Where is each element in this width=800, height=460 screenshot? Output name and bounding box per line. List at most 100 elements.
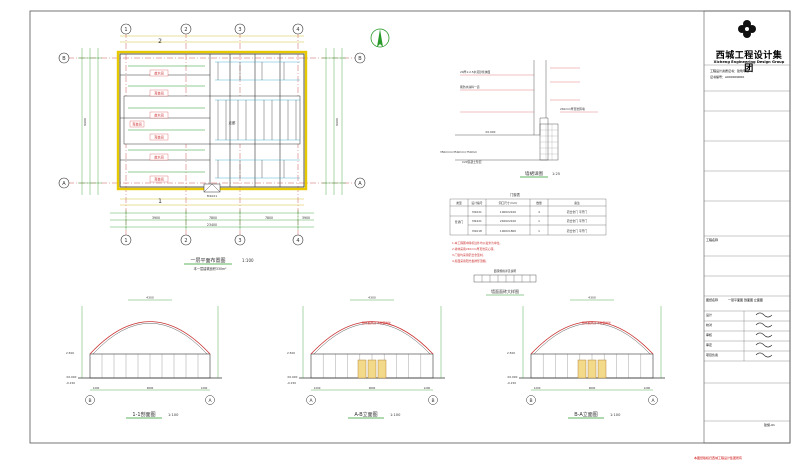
door-type: 普通门: [455, 220, 464, 224]
arch-roof-inner: [533, 323, 651, 355]
company-info: 工程设计资质证书：建筑甲级: [710, 69, 750, 73]
door-opening: [357, 359, 367, 379]
section-scale: 1:100: [168, 413, 179, 417]
plan-title: 一层平面布置图: [190, 257, 225, 264]
section-axis-bubble: [648, 395, 658, 405]
section-axis-bubble: [85, 395, 95, 405]
detail-title: 墙裙详图: [525, 170, 543, 177]
corridor-label: 走廊: [229, 120, 236, 125]
level-mark: ±0.000: [507, 375, 518, 379]
door-cell: 1: [538, 229, 540, 233]
section-axis-label: B: [431, 398, 434, 404]
door-table-header: 备注: [574, 201, 580, 205]
company-name-en: Xicheng Engineering Design Group: [713, 60, 785, 64]
section-title: B-A立面图: [574, 411, 598, 418]
dim-text: 7800: [265, 216, 273, 220]
section-bottom-dim: 1200: [314, 386, 321, 390]
dim-text: 7800: [209, 216, 217, 220]
axis-label-top-1: 1: [124, 27, 127, 33]
section-top-dim: 4300: [588, 296, 596, 300]
wall-detail: 20厚1:2.5水泥砂浆抹面 刷防水涂料一道 240mm厚页岩砖墙 C20混凝土…: [440, 60, 598, 178]
axis-label-bottom-2: 2: [184, 238, 187, 244]
door-cell: 1000X2100: [500, 210, 516, 214]
section-title: 1-1剖面图: [132, 411, 155, 418]
door-opening: [587, 359, 597, 379]
section-axis-bubble: [428, 395, 438, 405]
section-bottom-dim: 9600: [589, 386, 596, 390]
room-label: 育苗间: [154, 177, 164, 182]
section-bottom-dim: 1200: [424, 386, 431, 390]
section-callout: 阳光板拱顶 不锈钢骨架: [362, 321, 391, 325]
design-notes: 1.本工程图中除标注外均以毫米为单位。 2.墙体采用240mm厚页岩实心砖。 3…: [452, 241, 502, 263]
dim-text: 3900: [302, 216, 310, 220]
level-mark: -0.150: [287, 381, 296, 385]
dim-text: 3900: [152, 216, 160, 220]
company-logo-icon: [738, 20, 756, 38]
axis-label-left-a: A: [62, 181, 66, 187]
room-label: 育苗间: [154, 91, 164, 96]
room-label: 苗木间: [154, 71, 164, 76]
door-table-title: 门窗表: [510, 192, 521, 197]
axis-label-top-3: 3: [238, 27, 241, 33]
section-top-dim: 4300: [146, 296, 154, 300]
section-bottom-dim: 9600: [369, 386, 376, 390]
detail-annotation: 20厚1:2.5水泥砂浆抹面: [460, 70, 491, 74]
note-line: 2.墙体采用240mm厚页岩实心砖。: [452, 247, 496, 251]
door-opening: [577, 359, 587, 379]
detail-annotation: 240mm厚页岩砖墙: [560, 107, 585, 111]
role-label: 审核: [706, 333, 713, 337]
level-mark: ±0.000: [287, 375, 298, 379]
room-label: 苗木间: [154, 113, 164, 118]
detail-level: ±0.000: [485, 130, 496, 134]
role-label: 项目负责: [706, 353, 719, 357]
axis-label-top-2: 2: [184, 27, 187, 33]
company-name: 西城工程设计集团: [715, 51, 783, 74]
drawing-number: 建施-01: [764, 423, 775, 427]
drawing-label: 图纸名称: [706, 298, 719, 302]
note-line: 4.屋面采用阳光板拱形顶棚。: [452, 259, 488, 263]
axis-label-right-b: B: [358, 56, 362, 62]
section-scale: 1:100: [610, 413, 621, 417]
section-scale: 1:100: [390, 413, 401, 417]
door-label: M1021: [207, 194, 217, 198]
stair-number: 2: [158, 38, 162, 45]
level-mark: -0.150: [66, 381, 75, 385]
facade-title: 墙面面砖大样图: [491, 288, 519, 294]
note-line: 1.本工程图中除标注外均以毫米为单位。: [452, 241, 502, 245]
arch-roof: [89, 321, 211, 355]
axis-label-left-b: B: [62, 56, 66, 62]
section-bottom-dim: 1200: [93, 386, 100, 390]
axis-label-bottom-4: 4: [296, 238, 299, 244]
door-cell: M1021: [472, 210, 482, 214]
level-mark: ±0.000: [66, 375, 77, 379]
detail-scale: 1:25: [552, 172, 560, 176]
arch-roof-inner: [313, 323, 431, 355]
section-bottom-dim: 9600: [147, 386, 154, 390]
door-opening: [377, 359, 387, 379]
section-axis-bubble: [526, 395, 536, 405]
axis-label-bottom-1: 1: [124, 238, 127, 244]
level-mark: -0.150: [507, 381, 516, 385]
copyright-footer: 本图纸版权归西城工程设计集团所有: [694, 456, 743, 460]
axis-label-top-4: 4: [296, 27, 299, 33]
facade-tile-detail: 面砖规格详见说明 墙面面砖大样图: [473, 269, 537, 296]
arch-roof-inner: [92, 323, 208, 355]
door-table-header: 数量: [536, 201, 542, 205]
entrance-door: [203, 183, 221, 193]
room-label: 育苗间: [154, 135, 164, 140]
door-cell: 1: [538, 219, 540, 223]
section-axis-label: B: [529, 398, 532, 404]
door-table-header: 设计编号: [471, 201, 482, 205]
plan-area-note: 本一层建筑面积330m²: [194, 266, 228, 271]
section-bottom-dim: 1200: [534, 386, 541, 390]
axis-label-right-a: A: [358, 181, 362, 187]
plan-scale: 1:100: [242, 258, 254, 263]
door-cell: M1018: [472, 229, 482, 233]
north-arrow-icon: [370, 28, 390, 48]
detail-annotation: 刷防水涂料一道: [460, 85, 480, 89]
title-block: 西城工程设计集团 Xicheng Engineering Design Grou…: [694, 11, 790, 460]
room-label: 苗木间: [154, 155, 164, 160]
